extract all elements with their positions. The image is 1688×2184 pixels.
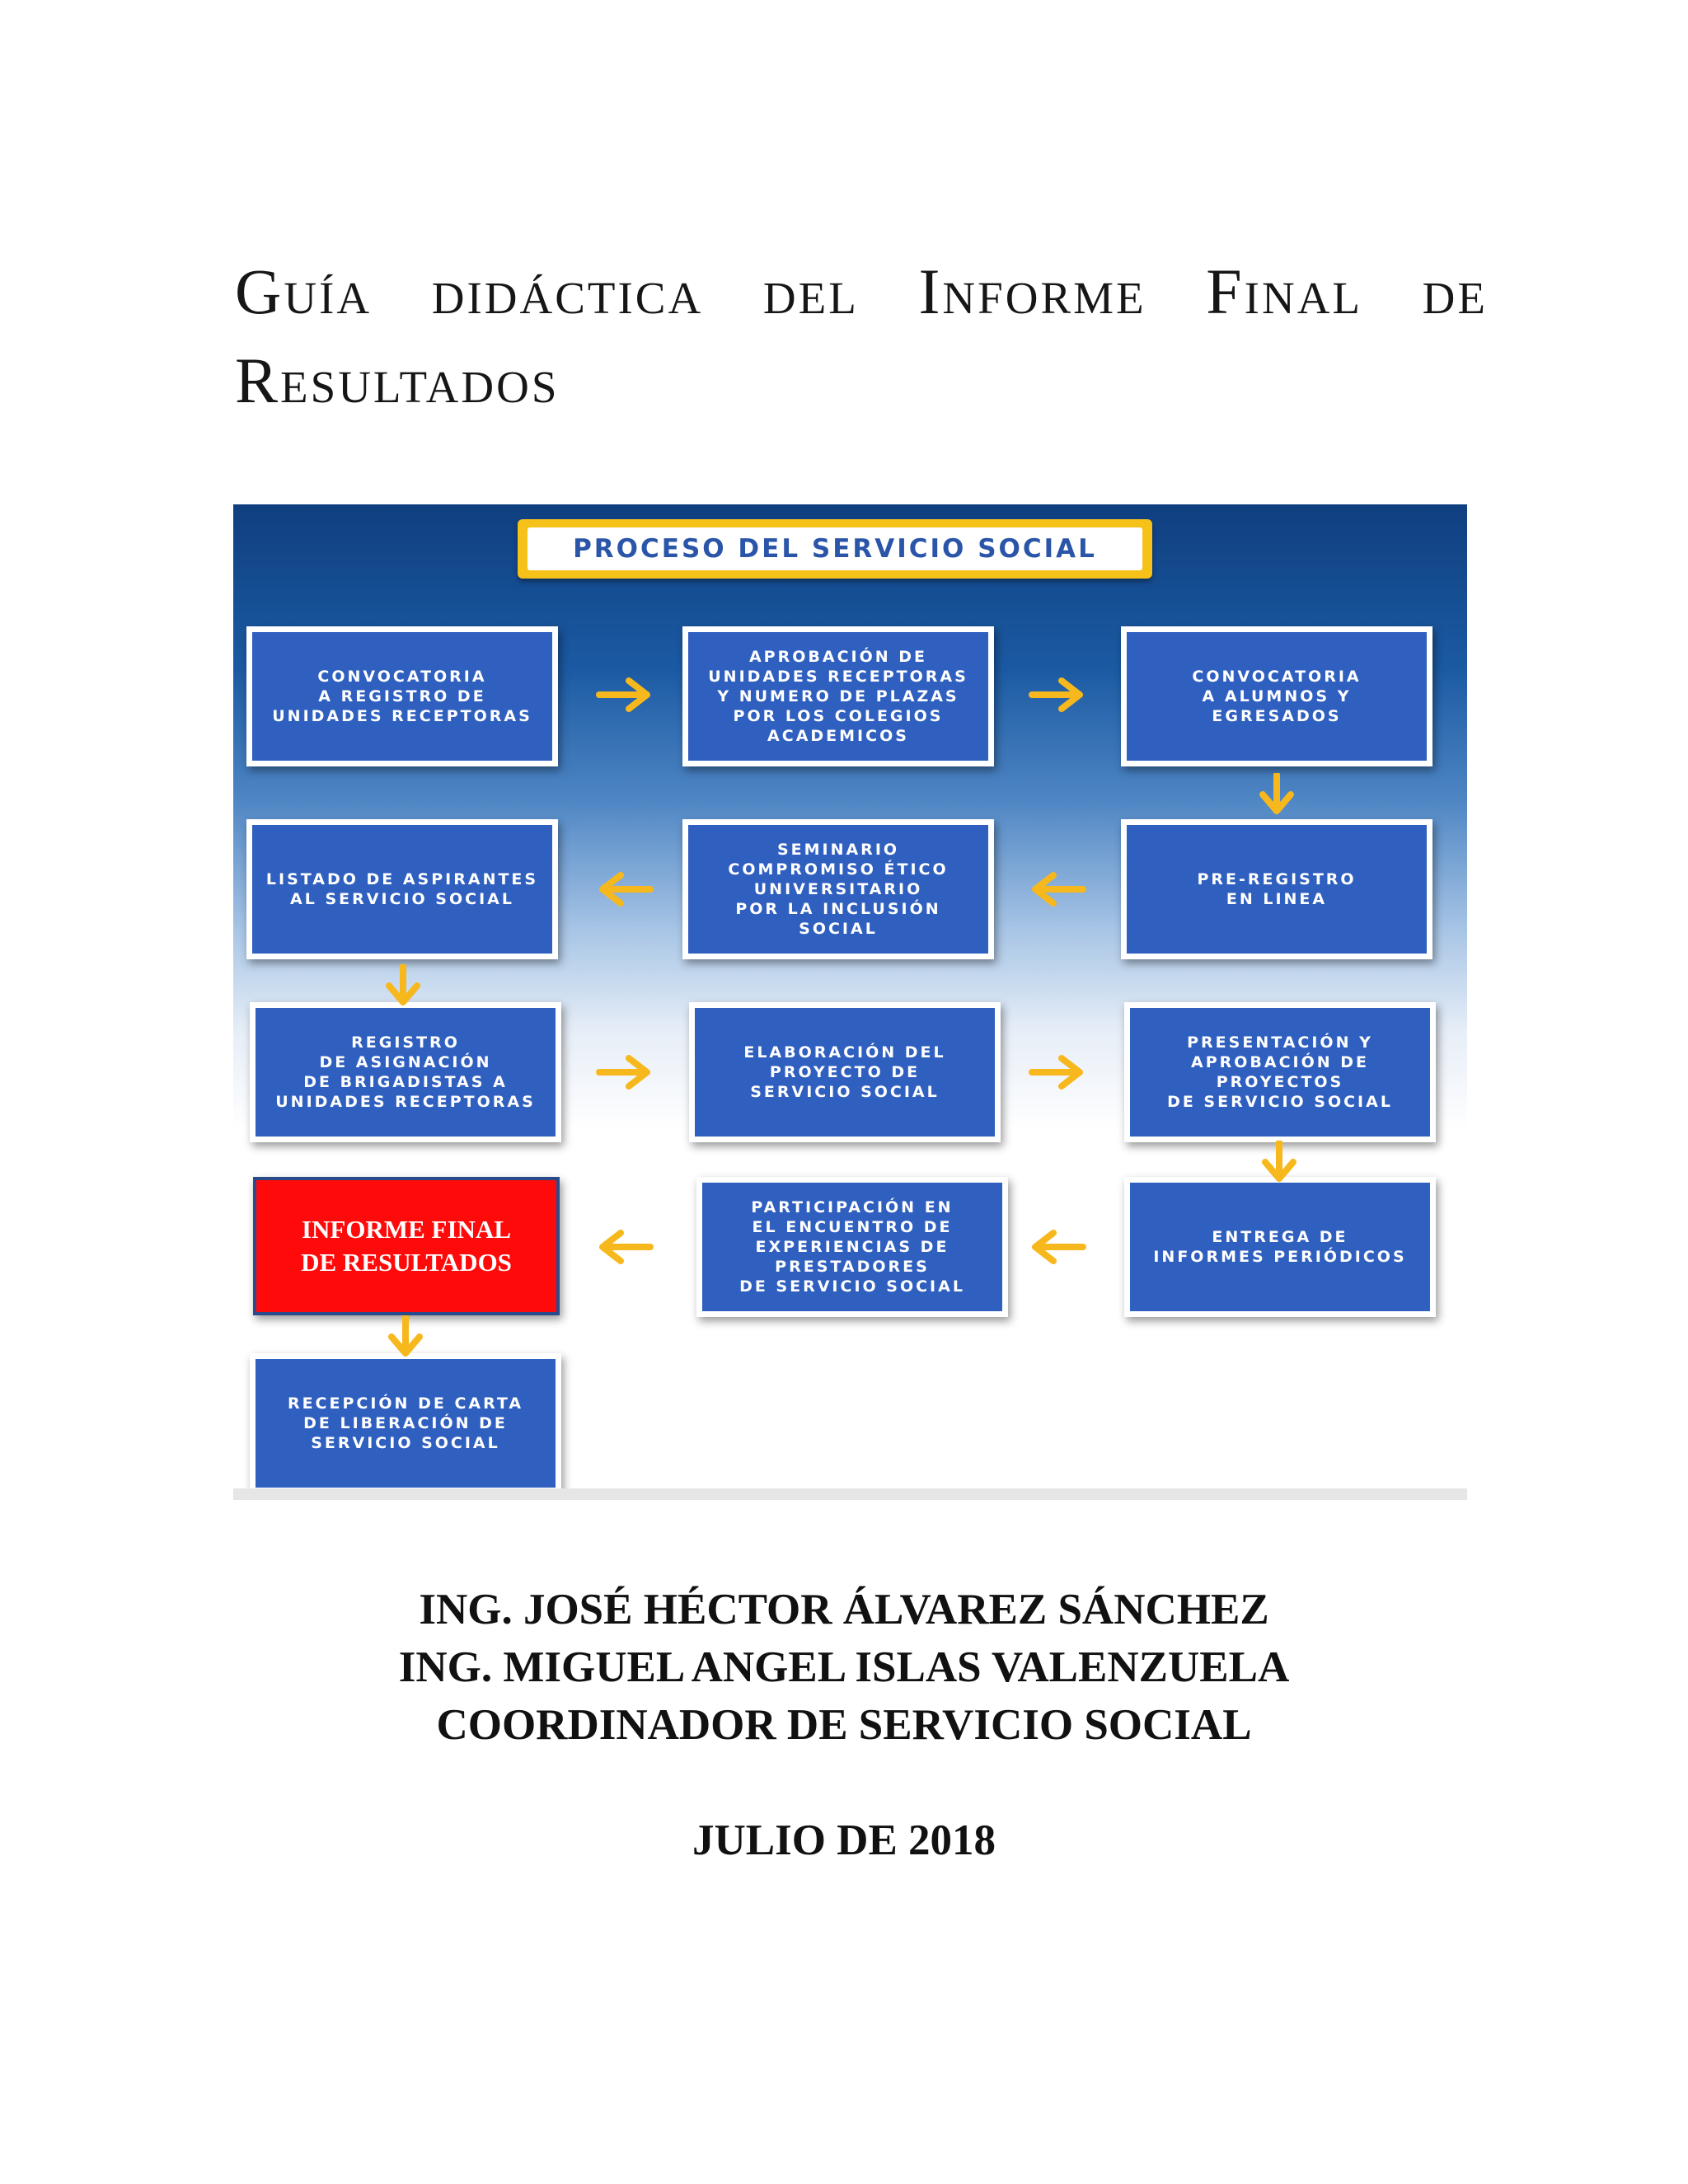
step-listado-aspirantes: LISTADO DE ASPIRANTES AL SERVICIO SOCIAL <box>246 819 558 959</box>
arrow-right-icon <box>596 677 650 712</box>
arrow-left-icon <box>599 872 654 907</box>
arrow-down-icon <box>1262 1141 1296 1182</box>
authors-block: ING. JOSÉ HÉCTOR ÁLVAREZ SÁNCHEZ ING. MI… <box>0 1581 1688 1754</box>
arrow-left-icon <box>1032 1230 1086 1264</box>
document-title: Guía didáctica del Informe Final de Resu… <box>235 255 1488 416</box>
step-participacion-encuentro: PARTICIPACIÓN EN EL ENCUENTRO DE EXPERIE… <box>696 1177 1008 1317</box>
step-registro-asignacion: REGISTRO DE ASIGNACIÓN DE BRIGADISTAS A … <box>250 1002 561 1142</box>
arrow-right-icon <box>596 1055 650 1090</box>
arrow-down-icon <box>1259 773 1294 814</box>
arrow-right-icon <box>1029 677 1083 712</box>
flowchart-banner-label: PROCESO DEL SERVICIO SOCIAL <box>528 527 1142 570</box>
author-line: ING. JOSÉ HÉCTOR ÁLVAREZ SÁNCHEZ <box>419 1586 1269 1633</box>
author-role: COORDINADOR DE SERVICIO SOCIAL <box>436 1701 1252 1749</box>
step-convocatoria-unidades: CONVOCATORIA A REGISTRO DE UNIDADES RECE… <box>246 626 558 766</box>
step-presentacion-proyectos: PRESENTACIÓN Y APROBACIÓN DE PROYECTOS D… <box>1124 1002 1436 1142</box>
step-pre-registro: PRE-REGISTRO EN LINEA <box>1121 819 1432 959</box>
step-entrega-informes: ENTREGA DE INFORMES PERIÓDICOS <box>1124 1177 1436 1317</box>
service-process-flowchart: PROCESO DEL SERVICIO SOCIAL CONVOCATORIA… <box>233 504 1467 1500</box>
step-recepcion-carta: RECEPCIÓN DE CARTA DE LIBERACIÓN DE SERV… <box>250 1353 561 1493</box>
arrow-left-icon <box>599 1230 654 1264</box>
arrow-down-icon <box>386 964 420 1005</box>
author-line: ING. MIGUEL ANGEL ISLAS VALENZUELA <box>398 1643 1290 1691</box>
step-convocatoria-alumnos: CONVOCATORIA A ALUMNOS Y EGRESADOS <box>1121 626 1432 766</box>
flowchart-banner: PROCESO DEL SERVICIO SOCIAL <box>518 519 1152 579</box>
step-seminario: SEMINARIO COMPROMISO ÉTICO UNIVERSITARIO… <box>682 819 994 959</box>
arrow-down-icon <box>388 1315 423 1357</box>
step-informe-final-highlight: INFORME FINAL DE RESULTADOS <box>253 1177 560 1315</box>
document-date: JULIO DE 2018 <box>692 1816 996 1864</box>
step-aprobacion-unidades: APROBACIÓN DE UNIDADES RECEPTORAS Y NUME… <box>682 626 994 766</box>
arrow-right-icon <box>1029 1055 1083 1090</box>
arrow-left-icon <box>1032 872 1086 907</box>
step-elaboracion-proyecto: ELABORACIÓN DEL PROYECTO DE SERVICIO SOC… <box>689 1002 1001 1142</box>
